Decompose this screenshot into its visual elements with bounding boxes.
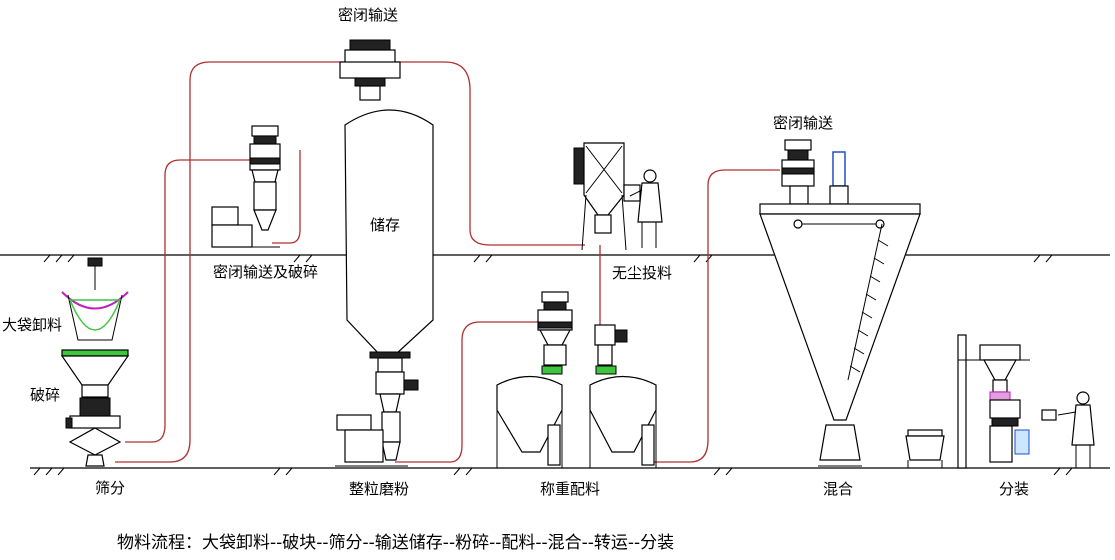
pipe-mill-to-weigh xyxy=(395,321,540,463)
label-sieving: 筛分 xyxy=(95,479,125,497)
label-enclosed-conveying-mixer: 密闭输送 xyxy=(773,114,833,132)
upper-floor-line xyxy=(0,254,1110,263)
label-granulating-milling: 整粒磨粉 xyxy=(349,480,409,498)
conveying-pipes xyxy=(115,61,780,463)
cone-mixer xyxy=(759,139,921,467)
storage-silo xyxy=(335,39,434,467)
conveying-crushing-unit xyxy=(211,125,281,248)
pipe-weigh-to-mixer xyxy=(648,169,780,463)
pipe-silo-to-feeding xyxy=(395,61,585,246)
packaging-station xyxy=(957,334,1095,469)
label-dustless-feeding: 无尘投料 xyxy=(612,264,672,282)
label-weighing-batching: 称重配料 xyxy=(540,480,600,498)
pipe-sieve-to-silo xyxy=(115,61,345,463)
label-enclosed-conveying-crushing: 密闭输送及破碎 xyxy=(213,263,318,281)
flow-caption: 物料流程：大袋卸料--破块--筛分--输送储存--粉碎--配料--混合--转运-… xyxy=(117,533,674,553)
lower-floor-line xyxy=(30,467,1110,476)
transfer-bin xyxy=(905,429,945,468)
label-packaging: 分装 xyxy=(999,480,1029,498)
label-mixing: 混合 xyxy=(823,480,853,498)
big-bag-station xyxy=(60,257,130,467)
label-big-bag-unloading: 大袋卸料 xyxy=(2,316,62,334)
pipe-crusher-out xyxy=(272,150,301,244)
label-crushing: 破碎 xyxy=(30,386,60,404)
weighing-batching-station xyxy=(496,291,657,468)
label-storage: 储存 xyxy=(370,216,400,234)
label-enclosed-conveying-top: 密闭输送 xyxy=(338,6,398,24)
pipe-sieve-to-crusher xyxy=(125,159,250,443)
dustless-feeding-station xyxy=(573,142,663,251)
